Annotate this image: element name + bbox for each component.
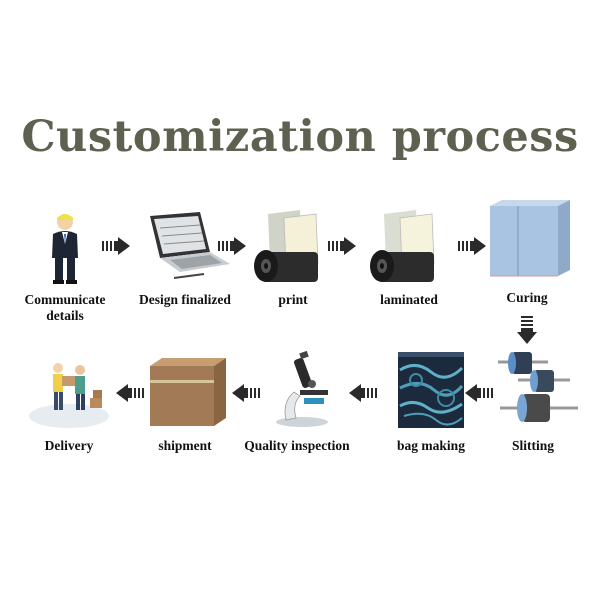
step-label: Delivery — [44, 438, 94, 453]
step-label: laminated — [380, 292, 438, 307]
arrow-right-icon — [458, 237, 486, 255]
arrow-left-icon — [232, 384, 260, 402]
step-label: bag making — [397, 438, 465, 453]
step-label: Curing — [506, 290, 548, 305]
step-print: print — [238, 208, 348, 308]
curing-box-icon — [490, 200, 570, 277]
step-label: Design finalized — [139, 292, 231, 307]
step-label: Communicate details — [24, 292, 106, 323]
arrow-left-icon — [349, 384, 377, 402]
print-roll-icon — [254, 210, 319, 282]
step-slitting: Slitting — [478, 350, 588, 454]
step-bag-making: bag making — [376, 350, 486, 454]
bag-icon — [398, 352, 464, 428]
arrow-down-icon — [517, 316, 537, 344]
step-laminated: laminated — [354, 208, 464, 308]
step-label: shipment — [158, 438, 212, 453]
step-communicate-details: Communicate details — [10, 208, 120, 324]
delivery-icon — [29, 363, 109, 428]
arrow-left-icon — [465, 384, 493, 402]
laminated-roll-icon — [370, 210, 435, 282]
step-design-finalized: Design finalized — [130, 208, 240, 308]
step-label: Quality inspection — [244, 438, 350, 453]
microscope-icon — [276, 350, 328, 427]
step-shipment: shipment — [130, 350, 240, 454]
slitting-rollers-icon — [498, 352, 578, 422]
box-icon — [150, 358, 226, 426]
step-curing: Curing — [472, 200, 582, 306]
arrow-right-icon — [328, 237, 356, 255]
step-delivery: Delivery — [14, 350, 124, 454]
step-quality-inspection: Quality inspection — [232, 350, 362, 454]
person-icon — [52, 214, 78, 284]
step-label: print — [278, 292, 308, 307]
laptop-icon — [150, 212, 230, 279]
arrow-right-icon — [102, 237, 130, 255]
step-label: Slitting — [511, 438, 554, 453]
arrow-left-icon — [116, 384, 144, 402]
page-title: Customization process — [21, 112, 579, 162]
arrow-right-icon — [218, 237, 246, 255]
